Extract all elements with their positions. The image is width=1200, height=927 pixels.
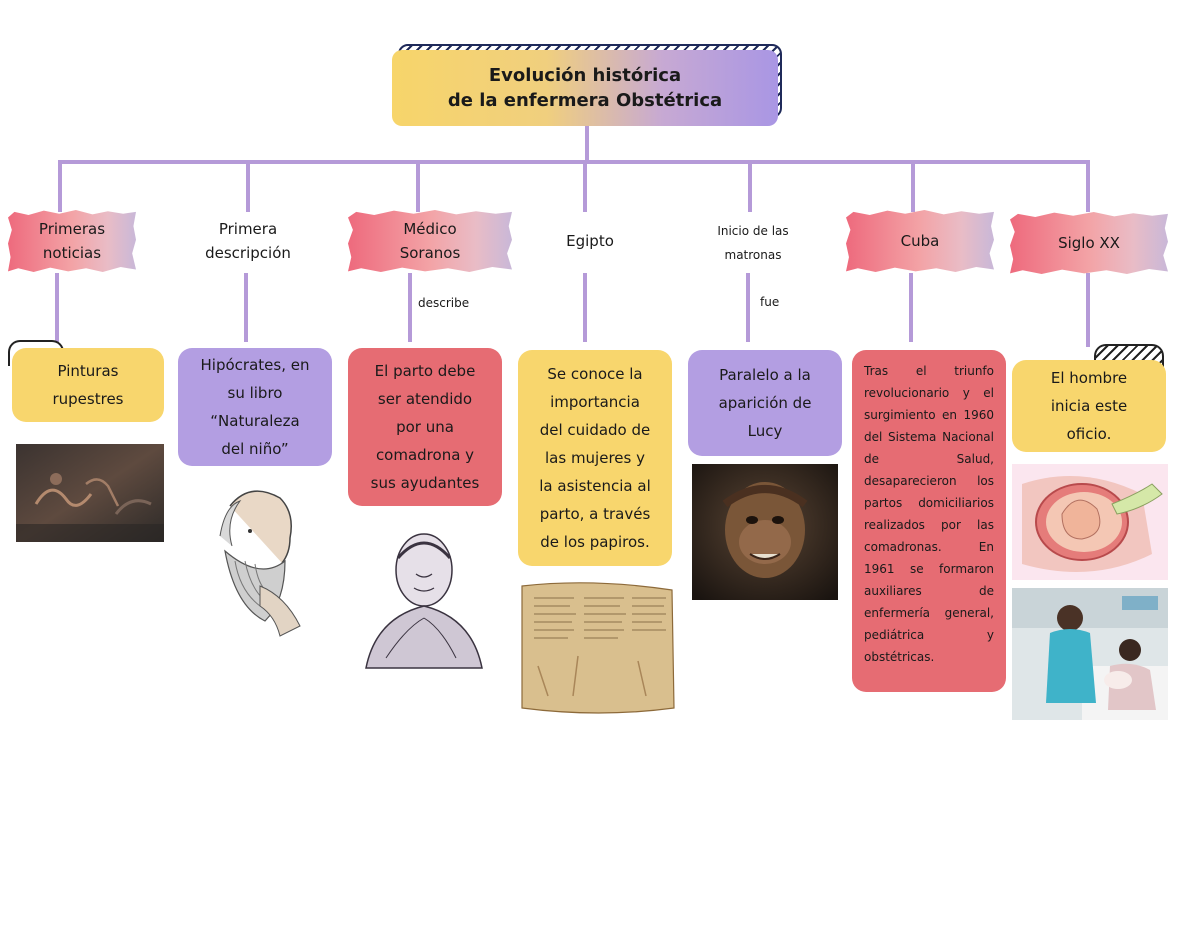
heading-siglo-xx: Siglo XX (1010, 212, 1168, 274)
soranus-bust-image (346, 518, 502, 674)
content-line: la asistencia al (539, 477, 651, 495)
content-box-parto: El parto debe ser atendido por una comad… (348, 348, 502, 506)
heading-line: Primeras (38, 220, 106, 238)
content-line: por una (396, 418, 454, 436)
nurse-with-mother-photo (1012, 588, 1168, 720)
content-line: Paralelo a la (719, 366, 811, 384)
content-line: Lucy (747, 422, 783, 440)
hippocrates-portrait-image (190, 476, 312, 640)
heading-inicio-matronas: Inicio de las matronas (690, 212, 816, 274)
heading-cuba: Cuba (846, 210, 994, 272)
content-line: “Naturaleza (210, 412, 300, 430)
content-line: aparición de (718, 394, 812, 412)
content-box-hipocrates: Hipócrates, en su libro “Naturaleza del … (178, 348, 332, 466)
content-line: Pinturas (57, 362, 119, 380)
content-line: del niño” (221, 440, 289, 458)
papyrus-scroll-image (518, 576, 678, 716)
heading-line: Egipto (566, 232, 614, 250)
content-line: del cuidado de (539, 421, 651, 439)
content-line: las mujeres y (545, 449, 645, 467)
content-line: de los papiros. (540, 533, 650, 551)
content-line: ser atendido (377, 390, 473, 408)
heading-line: descripción (205, 244, 291, 262)
heading-line: matronas (724, 248, 782, 262)
heading-medico-soranos: Médico Soranos (348, 210, 512, 272)
heading-line: Médico (403, 220, 457, 238)
heading-line: Soranos (399, 244, 461, 262)
page-title: Evolución histórica de la enfermera Obst… (392, 50, 778, 126)
connector-label-fue: fue (760, 295, 780, 309)
heading-line: Primera (218, 220, 278, 238)
content-line: rupestres (52, 390, 124, 408)
heading-line: Siglo XX (1058, 234, 1120, 252)
content-line: oficio. (1066, 425, 1112, 443)
content-line: El hombre (1050, 369, 1128, 387)
content-line: sus ayudantes (370, 474, 480, 492)
content-box-siglo-xx: El hombre inicia este oficio. (1012, 360, 1166, 452)
content-line: parto, a través (539, 505, 651, 523)
content-line: Se conoce la (547, 365, 643, 383)
content-box-cuba: Tras el triunfo revolucionario y el surg… (852, 350, 1006, 692)
heading-line: noticias (42, 244, 102, 262)
content-line: comadrona y (375, 446, 475, 464)
heading-primeras-noticias: Primeras noticias (8, 210, 136, 272)
content-line: su libro (227, 384, 283, 402)
content-line: inicia este (1050, 397, 1128, 415)
content-box-egipto: Se conoce la importancia del cuidado de … (518, 350, 672, 566)
heading-primera-descripcion: Primera descripción (180, 210, 316, 272)
cave-painting-image (16, 444, 164, 542)
content-line: importancia (550, 393, 640, 411)
content-line: Hipócrates, en (200, 356, 310, 374)
content-line: El parto debe (374, 362, 476, 380)
heading-line: Inicio de las (717, 224, 789, 238)
title-line-1: Evolución histórica (488, 65, 682, 86)
content-box-lucy: Paralelo a la aparición de Lucy (688, 350, 842, 456)
lucy-hominid-image (692, 464, 838, 600)
heading-line: Cuba (900, 232, 940, 250)
fetus-diagram-image (1012, 464, 1168, 580)
connector-label-describe: describe (418, 296, 470, 310)
content-box-pinturas: Pinturas rupestres (12, 348, 164, 422)
title-line-2: de la enfermera Obstétrica (447, 90, 723, 111)
heading-egipto: Egipto (530, 210, 650, 272)
